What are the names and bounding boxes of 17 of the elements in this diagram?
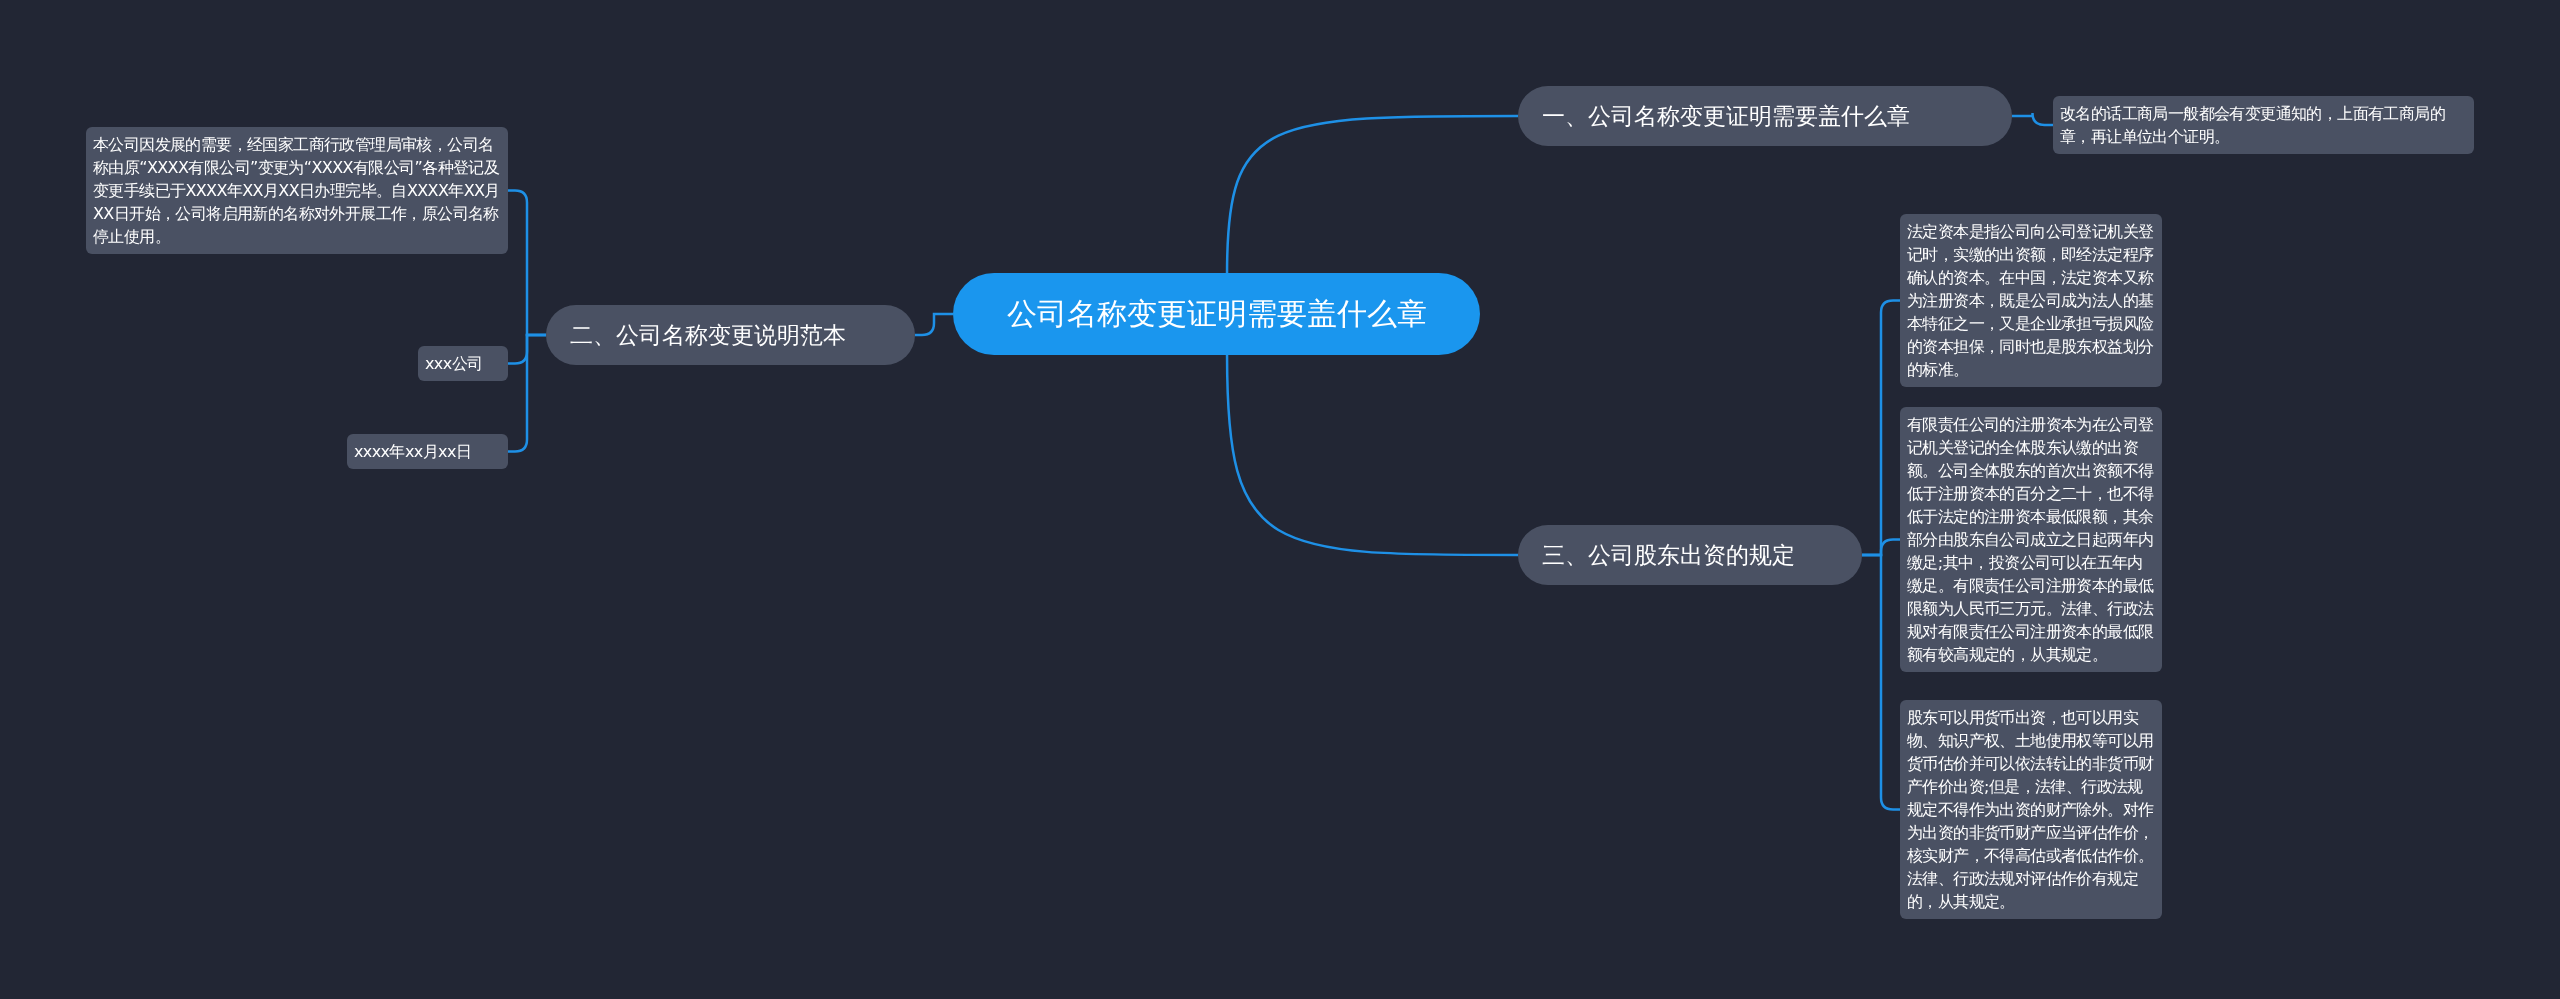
topic-pill: 二、公司名称变更说明范本 <box>546 305 915 365</box>
note-card: 法定资本是指公司向公司登记机关登记时，实缴的出资额，即经法定程序确认的资本。在中国，法定资本又称为注册资本，既是公司成为法人的基本特征之一，又是企业承担亏损风险的资本担保，同时也是股东权益划分的标准。 <box>1900 214 2162 387</box>
connector-line <box>1225 114 1518 274</box>
connector-line <box>1225 354 1518 557</box>
topic-pill: 三、公司股东出资的规定 <box>1518 525 1862 585</box>
connector-line <box>508 333 546 453</box>
note-card: 本公司因发展的需要，经国家工商行政管理局审核，公司名称由原“XXXX有限公司”变更为“XXXX有限公司”各种登记及变更手续已于XXXX年XX月XX日办理完毕。自XXXX年XX月XX日开始，公司将启用新的名称对外开展工作，原公司名称停止使用。 <box>86 127 508 254</box>
note-card: xxxx年xx月xx日 <box>347 434 508 469</box>
connector-line <box>1862 553 1900 811</box>
note-card: 股东可以用货币出资，也可以用实物、知识产权、土地使用权等可以用货币估价并可以依法转让的非货币财产作价出资;但是，法律、行政法规规定不得作为出资的财产除外。对作为出资的非货币财产应当评估作价，核实财产，不得高估或者低估作价。法律、行政法规对评估作价有规定的，从其规定。 <box>1900 700 2162 919</box>
note-card: xxx公司 <box>418 346 508 381</box>
connector-line <box>2012 111 2053 127</box>
topic-pill: 一、公司名称变更证明需要盖什么章 <box>1518 86 2012 146</box>
note-card: 有限责任公司的注册资本为在公司登记机关登记的全体股东认缴的出资额。公司全体股东的首次出资额不得低于注册资本的百分之二十，也不得低于法定的注册资本最低限额，其余部分由股东自公司成立之日起两年内缴足;其中，投资公司可以在五年内缴足。有限责任公司注册资本的最低限额为人民币三万元。法律、行政法规对有限责任公司注册资本的最低限额有较高规定的，从其规定。 <box>1900 407 2162 672</box>
connector-line <box>915 312 953 337</box>
note-card: 改名的话工商局一般都会有变更通知的，上面有工商局的章，再让单位出个证明。 <box>2053 96 2474 154</box>
central-topic: 公司名称变更证明需要盖什么章 <box>953 273 1480 355</box>
